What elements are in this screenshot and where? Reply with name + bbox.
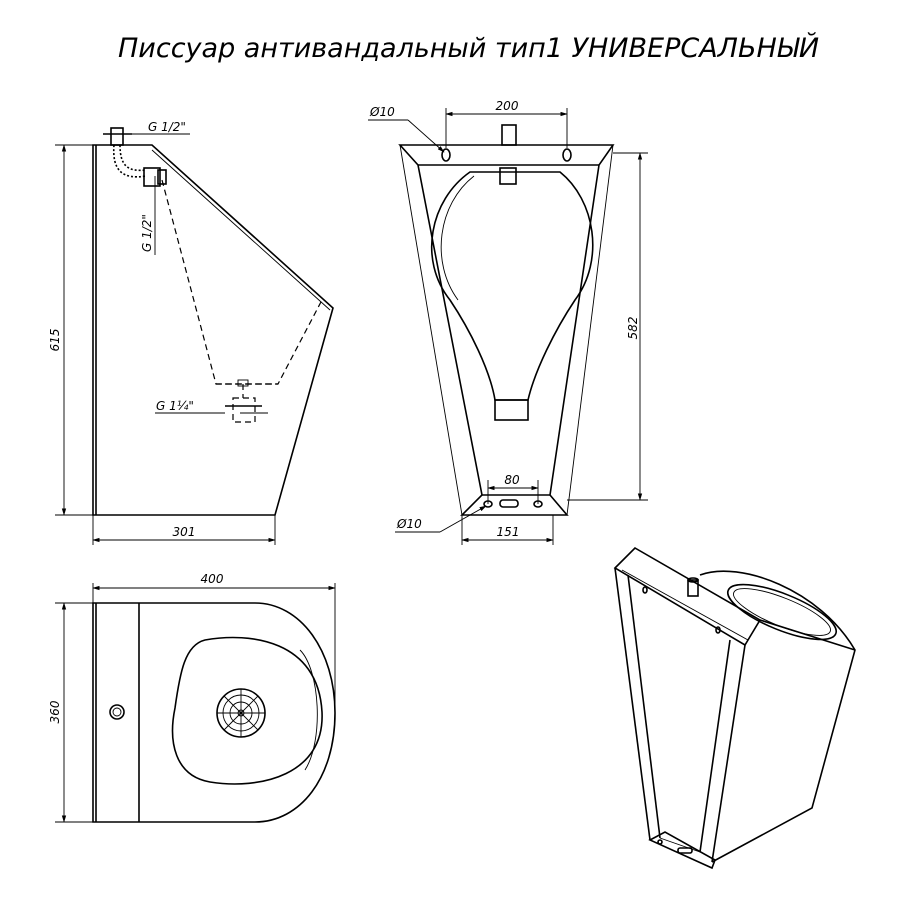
top-depth-label: 360 bbox=[48, 700, 62, 723]
drain-label: G 1¼" bbox=[156, 399, 194, 413]
front-height-label: 582 bbox=[626, 317, 640, 340]
drain-grate-icon bbox=[216, 688, 266, 738]
front-top-hole-label: Ø10 bbox=[369, 105, 395, 119]
front-view bbox=[368, 108, 648, 545]
front-bottom-width-label: 151 bbox=[497, 525, 520, 539]
front-bottom-inner-label: 80 bbox=[504, 473, 520, 487]
side-width-label: 301 bbox=[173, 525, 196, 539]
inlet-top-label: G 1/2" bbox=[148, 120, 186, 134]
isometric-view bbox=[613, 547, 856, 870]
top-width-label: 400 bbox=[201, 572, 224, 586]
top-view bbox=[55, 583, 336, 823]
inlet-side-label: G 1/2" bbox=[140, 214, 154, 252]
side-view bbox=[55, 127, 334, 545]
front-bottom-hole-label: Ø10 bbox=[396, 517, 422, 531]
side-height-label: 615 bbox=[48, 329, 62, 352]
drawing-title: Писсуар антивандальный тип1 УНИВЕРСАЛЬНЫ… bbox=[118, 32, 819, 64]
front-top-width-label: 200 bbox=[496, 99, 519, 113]
